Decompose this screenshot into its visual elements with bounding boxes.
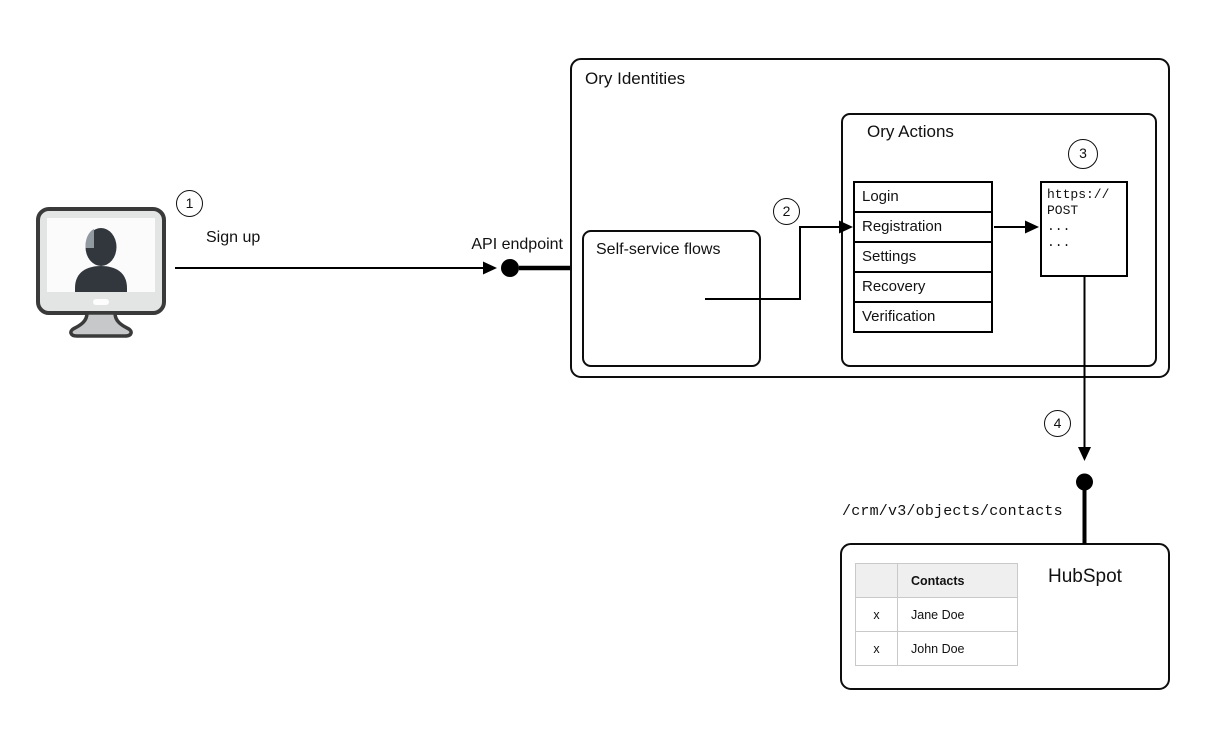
signup-arrowhead-icon [483,261,497,275]
ory-actions-box [841,113,1157,367]
crm-path-label: /crm/v3/objects/contacts [842,503,1063,520]
sign-up-label: Sign up [206,229,261,246]
contact-name-cell: Jane Doe [897,597,1018,632]
table-row: x Jane Doe [855,597,1018,632]
webhook-code-line: POST [1047,203,1079,218]
hubspot-arrowhead-icon [1078,447,1091,461]
contacts-table-header-row: Contacts [855,563,1018,598]
webhook-code-line: ... [1047,219,1071,234]
webhook-code-line: ... [1047,235,1071,250]
hubspot-box [840,543,1170,690]
ory-actions-title: Ory Actions [867,122,954,141]
user-silhouette-icon [75,228,127,292]
webhook-code-line: https:// [1047,187,1110,202]
user-computer-icon [36,207,166,338]
contact-action-cell: x [855,631,898,666]
hubspot-title: HubSpot [1048,566,1122,587]
flow-row-settings: Settings [853,241,993,273]
flow-row-verification: Verification [853,301,993,333]
contact-name-cell: John Doe [897,631,1018,666]
api-endpoint-dot-icon [501,259,519,277]
flow-row-login: Login [853,181,993,213]
contacts-table: Contacts x Jane Doe x John Doe [855,563,1018,666]
step-badge-4: 4 [1044,410,1071,437]
contacts-header-cell: Contacts [897,563,1018,598]
contacts-header-empty-cell [855,563,898,598]
api-endpoint-label: API endpoint [471,236,563,253]
flow-list: Login Registration Settings Recovery Ver… [853,181,993,333]
flow-row-registration: Registration [853,211,993,243]
ory-identities-box [570,58,1170,378]
hubspot-endpoint-dot-icon [1076,473,1093,491]
step-badge-1: 1 [176,190,203,217]
step-badge-3: 3 [1068,139,1098,169]
step-badge-2: 2 [773,198,800,225]
contact-action-cell: x [855,597,898,632]
table-row: x John Doe [855,631,1018,666]
webhook-code-box: https:// POST ... ... [1040,181,1128,277]
flow-row-recovery: Recovery [853,271,993,303]
ory-identities-title: Ory Identities [585,69,686,88]
self-service-flows-title: Self-service flows [596,241,721,258]
